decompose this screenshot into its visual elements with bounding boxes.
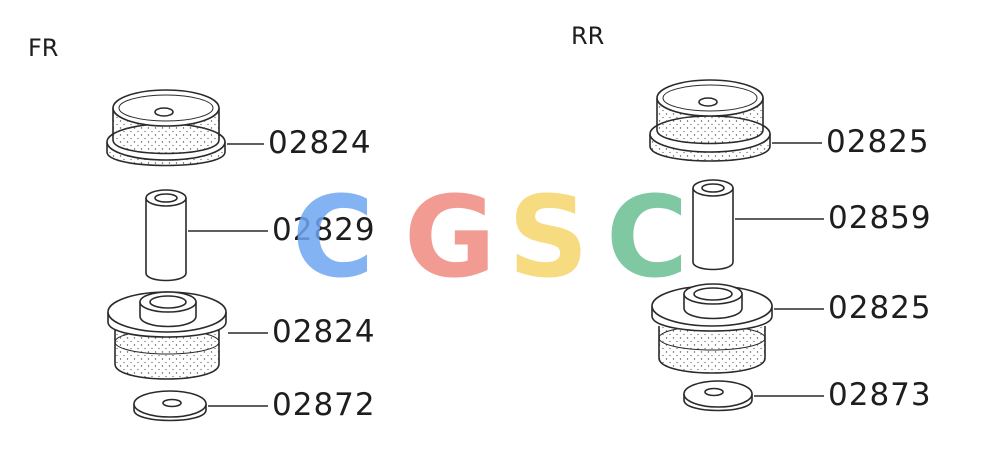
watermark-letter: C: [292, 173, 375, 303]
fr-sleeve: [145, 189, 187, 282]
part-number-label: 02824: [272, 314, 376, 350]
watermark-letter: C: [606, 173, 689, 303]
watermark-letter: S: [508, 173, 589, 303]
fr-lower-bushing: [107, 291, 227, 380]
part-number-label: 02859: [828, 200, 932, 236]
part-number-label: 02829: [272, 212, 376, 248]
rr-sleeve: [692, 179, 734, 271]
rr-upper-bushing: [649, 79, 771, 162]
part-number-label: 02872: [272, 387, 376, 423]
part-number-label: 02873: [828, 377, 932, 413]
fr-upper-bushing: [106, 89, 226, 167]
watermark-letter: G: [404, 173, 496, 303]
part-number-label: 02824: [268, 125, 372, 161]
fr-washer: [133, 390, 207, 422]
rr-lower-bushing: [651, 283, 773, 374]
section-heading-rr: RR: [571, 22, 605, 50]
rr-washer: [683, 380, 753, 412]
part-number-label: 02825: [826, 124, 930, 160]
part-number-label: 02825: [828, 290, 932, 326]
section-heading-fr: FR: [28, 34, 59, 62]
